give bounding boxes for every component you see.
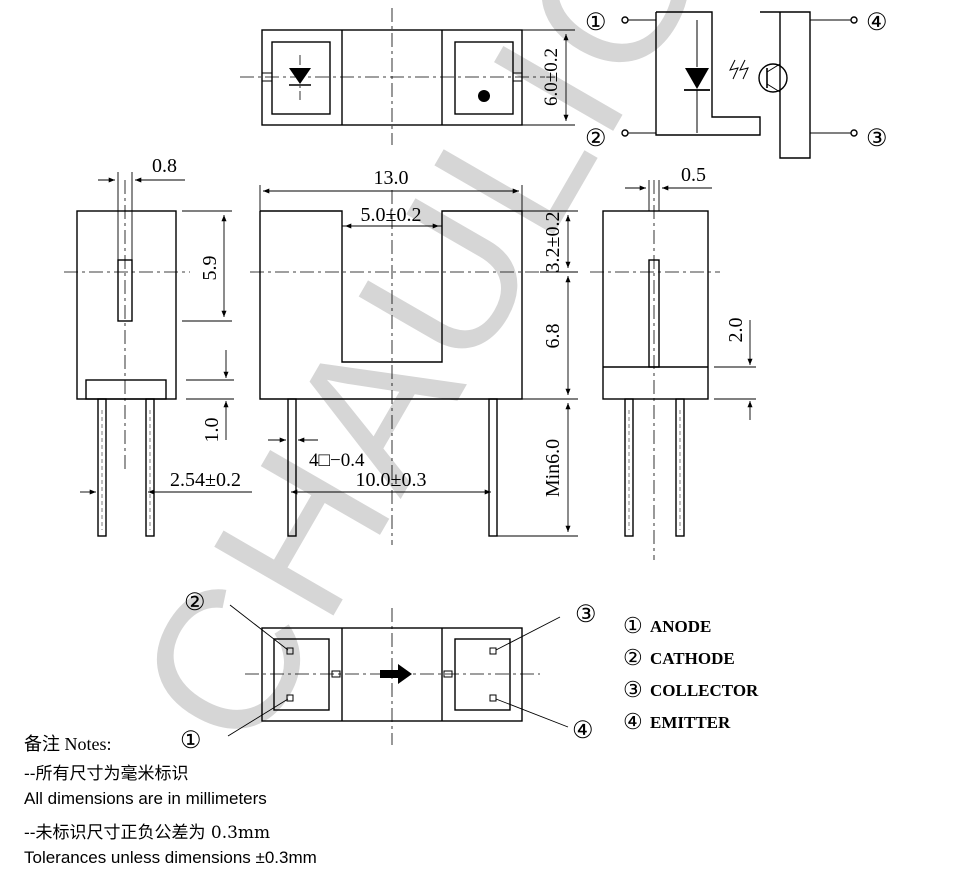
- notes-line-3: --未标识尺寸正负公差为 0.3mm: [24, 823, 271, 843]
- left-side-view: [64, 180, 190, 537]
- dim-side-slot: 0.8: [152, 155, 177, 177]
- dim-side-lead: 1.0: [201, 418, 223, 443]
- top-view: [240, 8, 545, 145]
- notes-line-1: --所有尺寸为毫米标识: [24, 764, 189, 784]
- dim-lead-min: Min6.0: [542, 439, 564, 497]
- legend-name-4: EMITTER: [650, 713, 731, 732]
- legend-name-3: COLLECTOR: [650, 681, 759, 700]
- schematic-pin-3: ③: [866, 126, 888, 152]
- bottom-pin-4: ④: [572, 718, 594, 744]
- diode-symbol-icon: [289, 68, 311, 84]
- dim-right-aperture: 2.0: [725, 318, 747, 343]
- watermark-text: CHAULIGHT: [94, 0, 892, 782]
- bottom-pin-1: ①: [180, 728, 202, 754]
- bottom-pin-3: ③: [575, 602, 597, 628]
- dim-side-height: 5.9: [199, 256, 221, 281]
- legend-num-1: ①: [623, 613, 643, 638]
- legend-name-1: ANODE: [650, 617, 711, 636]
- schematic-pin-2: ②: [585, 126, 607, 152]
- dim-right-slot: 0.5: [681, 164, 706, 186]
- legend-num-3: ③: [623, 677, 643, 702]
- schematic-pin-4: ④: [866, 10, 888, 36]
- notes-title: 备注 Notes:: [24, 734, 112, 754]
- notes-line-4: Tolerances unless dimensions ±0.3mm: [24, 848, 317, 867]
- dim-slot-width: 5.0±0.2: [361, 204, 422, 226]
- notes-line-2: All dimensions are in millimeters: [24, 789, 267, 808]
- dim-lead-spacing: 10.0±0.3: [356, 469, 427, 491]
- legend-num-4: ④: [623, 709, 643, 734]
- pin-legend: ① ANODE ② CATHODE ③ COLLECTOR ④ EMITTER: [623, 613, 759, 734]
- dim-overall-width: 13.0: [374, 167, 409, 189]
- dim-upper-height: 3.2±0.2: [542, 212, 564, 273]
- schematic-pin-1: ①: [585, 10, 607, 36]
- right-side-view: [590, 180, 720, 560]
- direction-arrow-icon: [380, 664, 412, 684]
- legend-num-2: ②: [623, 645, 643, 670]
- dim-lead-pitch: 2.54±0.2: [170, 469, 241, 491]
- dim-slot-depth: 6.8: [542, 324, 564, 349]
- sensor-dot-icon: [478, 90, 490, 102]
- dim-height-top: 6.0±0.2: [541, 48, 562, 106]
- legend-name-2: CATHODE: [650, 649, 735, 668]
- bottom-pin-2: ②: [184, 590, 206, 616]
- schematic: [621, 11, 858, 159]
- dim-lead-section: 4□−0.4: [309, 450, 365, 471]
- led-symbol-icon: [685, 68, 709, 89]
- bottom-view: [227, 604, 569, 745]
